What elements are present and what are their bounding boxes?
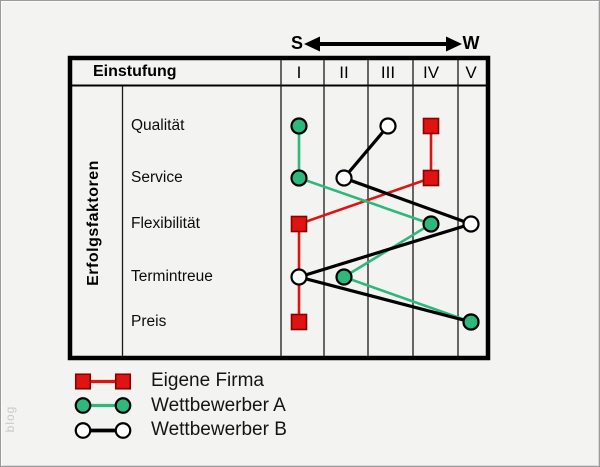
marker-wettbewerber-a — [335, 268, 353, 286]
legend-item-eigene-firma: Eigene Firma — [71, 369, 287, 394]
marker-wettbewerber-a — [462, 313, 480, 331]
row-label-qualitaet: Qualität — [131, 117, 185, 134]
marker-wettbewerber-a — [74, 397, 92, 415]
marker-wettbewerber-b — [74, 421, 92, 439]
marker-wettbewerber-a — [114, 397, 132, 415]
marker-wettbewerber-b — [335, 169, 353, 187]
marker-wettbewerber-a — [422, 215, 440, 233]
category-axis-title: Erfolgsfaktoren — [85, 160, 102, 286]
strong-endpoint-label: S — [290, 33, 303, 53]
legend-label: Eigene Firma — [151, 370, 264, 392]
marker-eigene-firma — [290, 313, 308, 331]
marker-eigene-firma — [114, 373, 132, 390]
legend: Eigene Firma Wettbewerber A Wettbewerber… — [71, 369, 287, 443]
marker-wettbewerber-b — [462, 215, 480, 233]
weak-endpoint-label: W — [462, 33, 480, 53]
column-label-2: II — [339, 63, 349, 82]
marker-eigene-firma — [290, 215, 308, 233]
row-label-service: Service — [131, 169, 183, 186]
column-label-1: I — [296, 63, 302, 82]
scale-direction-arrow — [304, 36, 462, 52]
marker-wettbewerber-b — [290, 268, 308, 286]
rating-axis-title: Einstufung — [93, 63, 177, 80]
marker-wettbewerber-b — [379, 117, 397, 135]
marker-eigene-firma — [74, 373, 92, 390]
marker-wettbewerber-a — [290, 169, 308, 187]
row-label-termintreue: Termintreue — [131, 268, 213, 285]
legend-item-wettbewerber-b: Wettbewerber B — [71, 418, 287, 443]
legend-item-wettbewerber-a: Wettbewerber A — [71, 394, 287, 419]
legend-marker-wettbewerber-a — [74, 397, 132, 415]
marker-eigene-firma — [422, 117, 440, 135]
column-label-5: V — [465, 63, 477, 82]
legend-label: Wettbewerber B — [151, 419, 287, 441]
marker-wettbewerber-a — [290, 117, 308, 135]
column-label-3: III — [380, 63, 396, 82]
legend-marker-eigene-firma — [74, 373, 132, 390]
row-label-preis: Preis — [131, 313, 167, 330]
marker-wettbewerber-b — [114, 421, 132, 439]
marker-eigene-firma — [422, 169, 440, 187]
row-label-flexibilitaet: Flexibilität — [131, 215, 200, 232]
column-label-4: IV — [422, 63, 440, 82]
table-border — [67, 55, 491, 361]
series-line-wettbewerber-a — [297, 126, 472, 324]
series-layer — [290, 117, 480, 331]
legend-marker-wettbewerber-b — [74, 421, 132, 439]
legend-label: Wettbewerber A — [151, 394, 286, 416]
